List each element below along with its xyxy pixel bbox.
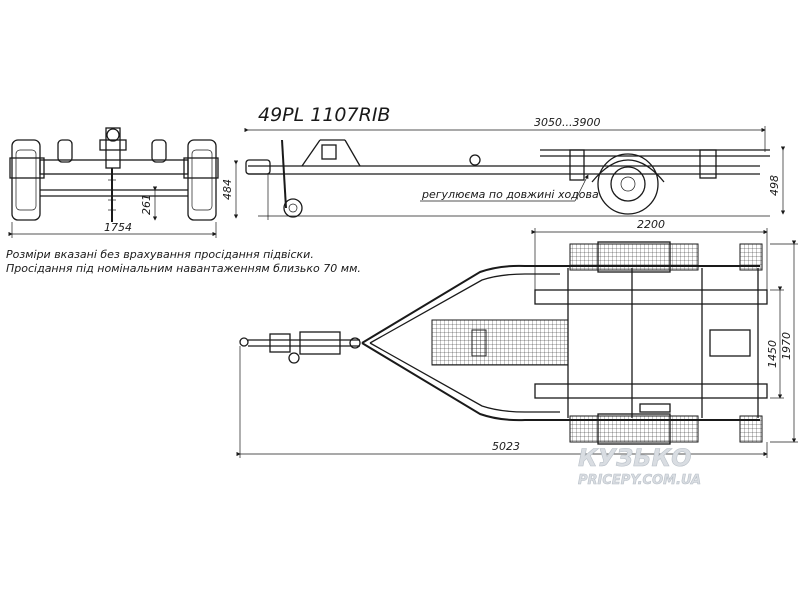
dim-outer-width: 1970 [780, 332, 793, 360]
dim-track-width: 1754 [104, 221, 132, 234]
adjust-note: регулюєма по довжині ходова [421, 188, 599, 201]
front-view: 1754 484 261 [8, 127, 239, 238]
dim-bed-length: 2200 [637, 218, 665, 231]
dim-length-adjust: 3050...3900 [534, 116, 600, 129]
dim-frame-height: 498 [768, 175, 781, 196]
note-line-2: Просідання під номінальним навантаженням… [6, 262, 361, 275]
watermark: КУЗЬКО PRICEPY.COM.UA [578, 444, 702, 489]
dim-total-length: 5023 [492, 440, 520, 453]
watermark-brand: КУЗЬКО [578, 444, 691, 472]
watermark-site: PRICEPY.COM.UA [578, 473, 701, 488]
top-view: 2200 1450 1970 5023 [236, 218, 798, 458]
note-line-1: Розміри вказані без врахування просіданн… [6, 248, 314, 261]
side-view: 3050...3900 498 регулюєма по довжині ход… [244, 116, 786, 220]
model-title: 49PL 1107RIB [258, 104, 390, 126]
dim-axle-height: 261 [140, 194, 153, 215]
dim-inner-width: 1450 [766, 340, 779, 368]
dim-drawbar-height: 484 [221, 179, 234, 200]
